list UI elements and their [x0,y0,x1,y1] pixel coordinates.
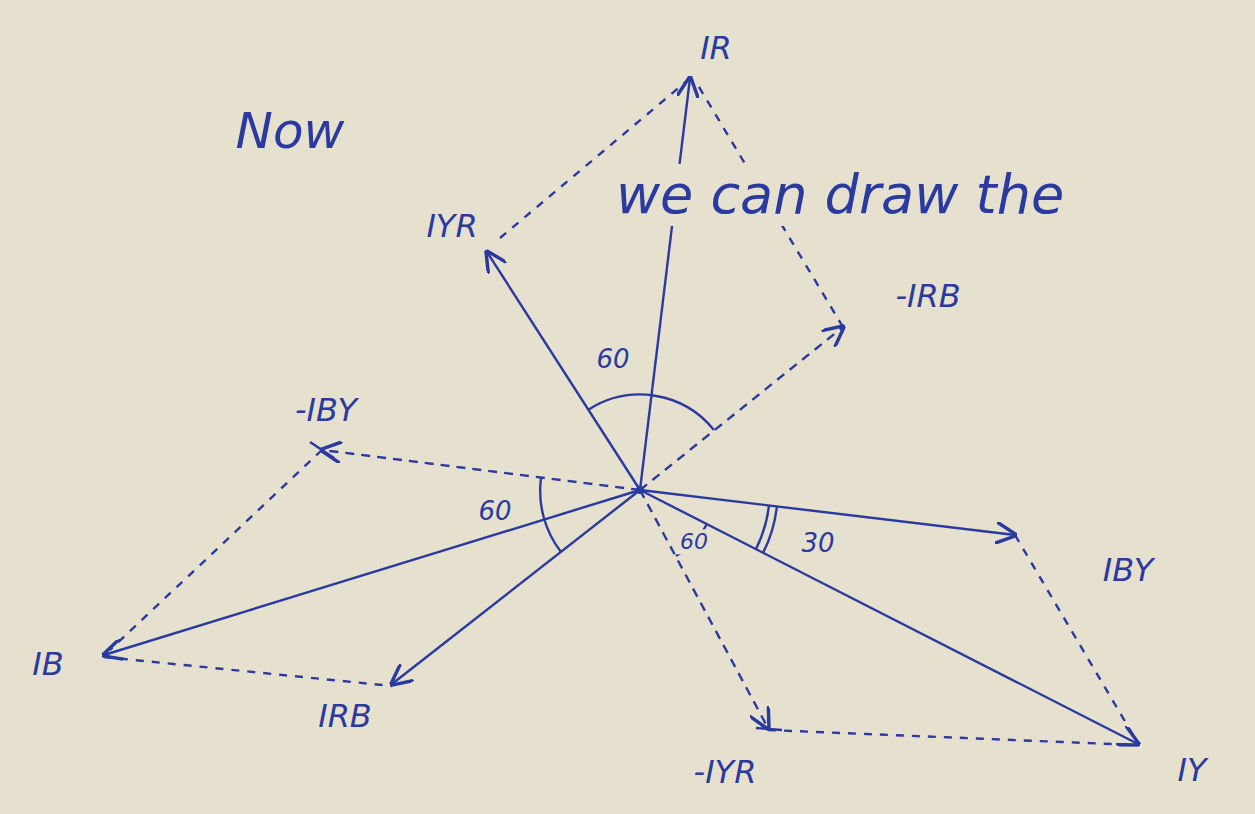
phasor-label: Now [233,103,348,161]
phasor-label: 60 [593,345,632,375]
phasor-label: IBY [1100,552,1156,589]
construction-line [104,657,392,686]
phasor-label: IRB [315,698,375,735]
phasor-label: IR [697,30,735,67]
phasor-ib [104,490,640,655]
phasor-neg-irb [640,327,843,490]
phasor-iy [640,490,1138,744]
phasor-label: IY [1175,752,1210,789]
phasor-label: IYR [423,208,480,245]
construction-line [110,450,322,650]
angle-arc [588,395,714,430]
tick-mark [310,442,334,458]
construction-line [768,730,1136,745]
phasor-iyr [487,252,640,490]
phasor-label: -IYR [691,754,760,791]
phasor-label: 60 [475,497,514,527]
phasor-label: -IRB [892,278,963,315]
phasor-label: we can draw the [613,164,1067,226]
phasor-label: -IBY [292,392,360,429]
angle-arc [763,506,777,553]
phasor-ir [640,78,690,490]
phasor-neg-iyr [640,490,768,728]
phasor-label: 60 [677,529,711,554]
tick-mark [756,728,782,730]
origin-dot [636,486,644,494]
phasor-label: 30 [798,529,837,559]
phasor-neg-iby [322,450,640,490]
angle-arc [540,478,561,552]
phasor-irb [392,490,640,684]
phasor-label: IB [29,646,66,683]
